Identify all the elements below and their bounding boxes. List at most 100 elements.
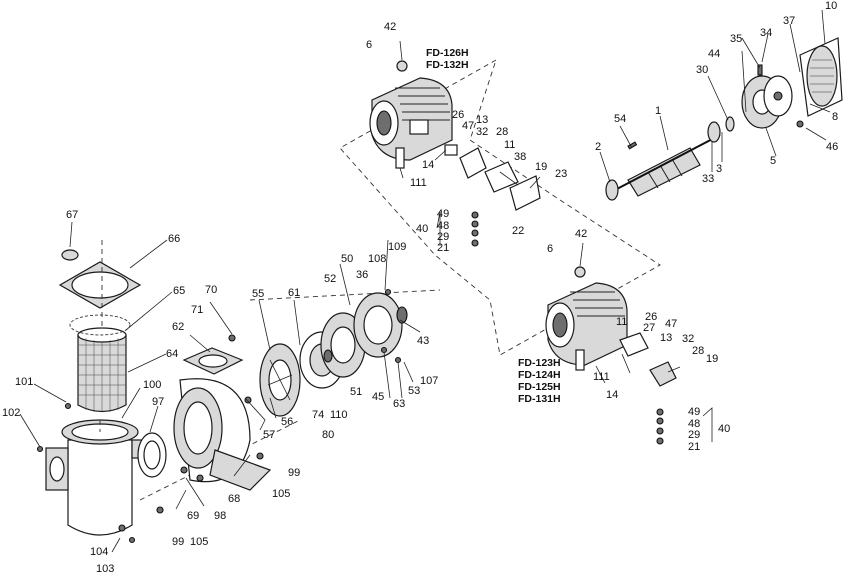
part-number: 50 <box>341 253 353 265</box>
part-number: 48 <box>688 418 700 430</box>
part-number: 23 <box>555 168 567 180</box>
part-number: 42 <box>575 228 587 240</box>
model-label: FD-124H <box>518 369 561 381</box>
fasteners <box>36 288 402 544</box>
part-number: 26 <box>645 311 657 323</box>
part-number: 100 <box>143 379 161 391</box>
part-number: 104 <box>90 546 108 558</box>
rotor-shaft <box>614 134 721 197</box>
volute-gasket <box>137 432 167 478</box>
part-number: 14 <box>606 389 618 401</box>
shaft-key <box>627 141 638 150</box>
motor-variant-outline <box>339 59 661 356</box>
part-number: 11 <box>504 139 515 151</box>
part-number: 28 <box>496 126 508 138</box>
part-number: 98 <box>214 510 226 522</box>
model-label: FD-132H <box>426 59 469 71</box>
capacitor-parts-lower <box>656 408 664 445</box>
model-label: FD-126H <box>426 47 469 59</box>
strainer-housing <box>45 419 149 536</box>
part-number: 1 <box>655 105 661 117</box>
part-number: 19 <box>706 353 718 365</box>
part-number: 36 <box>356 269 368 281</box>
part-number: 11 <box>616 316 627 328</box>
part-number: 71 <box>191 304 203 316</box>
part-number: 105 <box>272 488 290 500</box>
part-number: 56 <box>281 416 293 428</box>
part-number: 68 <box>228 493 240 505</box>
strainer-basket <box>77 327 127 413</box>
part-number: 52 <box>324 273 336 285</box>
motor-housing-lower <box>545 266 628 371</box>
part-number: 63 <box>393 398 405 410</box>
impeller <box>259 343 301 417</box>
part-number: 61 <box>288 287 300 299</box>
leader-lines <box>19 9 831 553</box>
part-number: 32 <box>682 333 694 345</box>
basket-o-ring <box>69 314 131 336</box>
part-number: 38 <box>514 151 526 163</box>
part-number: 19 <box>535 161 547 173</box>
part-number: 6 <box>366 39 372 51</box>
terminal-box-upper <box>444 144 541 211</box>
part-number: 42 <box>384 21 396 33</box>
part-number: 49 <box>688 406 700 418</box>
part-number: 34 <box>760 27 772 39</box>
part-number: 27 <box>643 322 655 334</box>
part-number: 110 <box>330 409 348 421</box>
part-number: 49 <box>437 208 449 220</box>
fan-clip <box>757 64 804 128</box>
part-number: 101 <box>15 376 33 388</box>
part-number: 103 <box>96 563 114 574</box>
part-number: 69 <box>187 510 199 522</box>
motor-housing-upper <box>369 60 453 169</box>
part-number: 45 <box>372 391 384 403</box>
part-number: 70 <box>205 284 217 296</box>
part-number: 35 <box>730 33 742 45</box>
part-number: 10 <box>825 0 837 12</box>
part-number: 105 <box>190 536 208 548</box>
fan-cover <box>799 37 843 117</box>
part-number: 8 <box>832 111 838 123</box>
bracket-adapter <box>353 292 403 358</box>
part-number: 43 <box>417 335 429 347</box>
part-number: 54 <box>614 113 626 125</box>
part-number: 33 <box>702 173 714 185</box>
part-number: 29 <box>688 429 700 441</box>
part-number: 57 <box>263 429 275 441</box>
lid-knob <box>61 249 79 261</box>
part-number: 40 <box>416 223 428 235</box>
part-number: 74 <box>312 409 324 421</box>
part-number: 97 <box>152 396 164 408</box>
part-number: 67 <box>66 209 78 221</box>
part-number: 26 <box>452 109 464 121</box>
part-number: 48 <box>437 220 449 232</box>
model-label: FD-131H <box>518 393 561 405</box>
part-number: 13 <box>660 332 672 344</box>
part-number: 55 <box>252 288 264 300</box>
suction-flange <box>182 347 244 375</box>
model-group-lower: FD-123H FD-124H FD-125H FD-131H <box>518 357 561 405</box>
part-number: 65 <box>173 285 185 297</box>
part-number: 102 <box>2 407 20 419</box>
terminal-box-lower <box>619 332 677 387</box>
part-number: 66 <box>168 233 180 245</box>
part-number: 47 <box>665 318 677 330</box>
part-number: 21 <box>688 441 700 453</box>
model-label: FD-123H <box>518 357 561 369</box>
capacitor-parts-upper <box>471 211 479 247</box>
part-number: 28 <box>692 345 704 357</box>
part-number: 32 <box>476 126 488 138</box>
part-number: 3 <box>716 163 722 175</box>
part-number: 62 <box>172 321 184 333</box>
part-number: 99 <box>172 536 184 548</box>
part-number: 111 <box>593 371 610 383</box>
part-number: 51 <box>350 386 362 398</box>
part-number: 99 <box>288 467 300 479</box>
cooling-fan <box>763 75 793 117</box>
mech-seal <box>323 306 408 363</box>
exploded-axis-line <box>139 289 441 501</box>
